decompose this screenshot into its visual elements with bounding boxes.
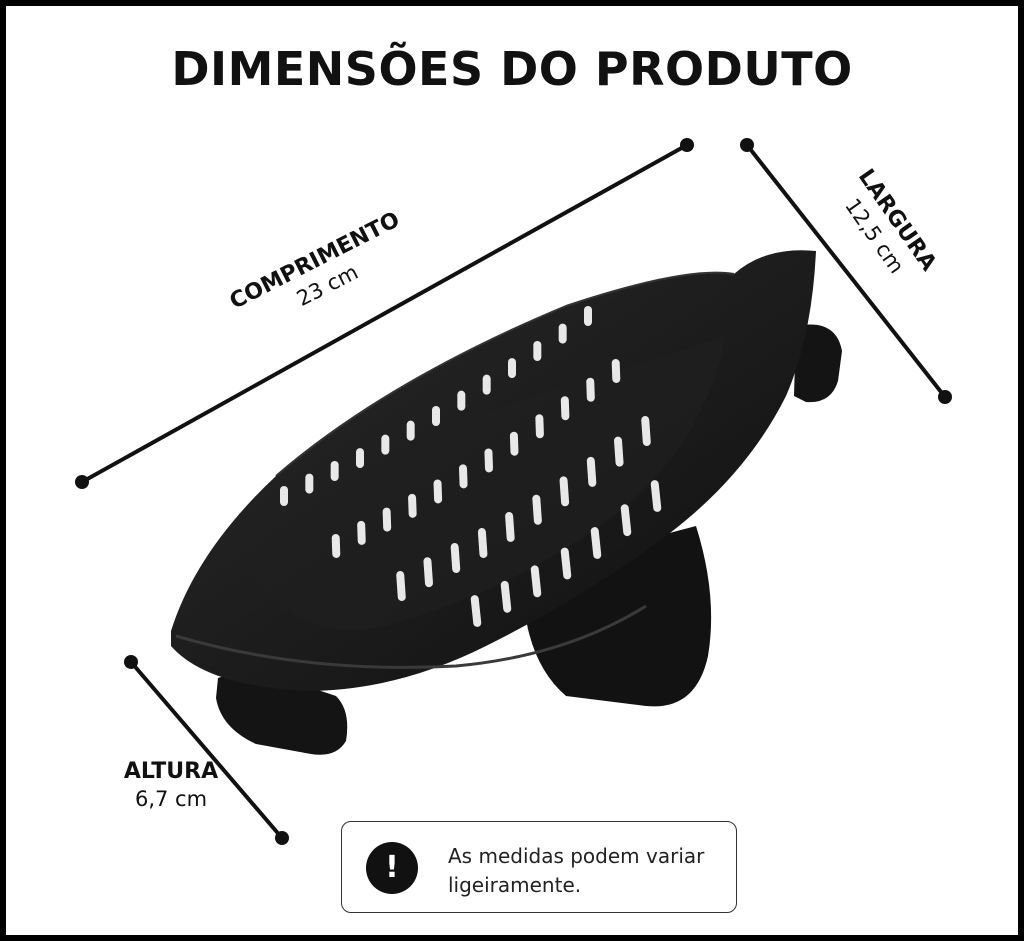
product-dimensions-card: DIMENSÕES DO PRODUTO	[6, 6, 1018, 935]
strainer-slot	[450, 543, 461, 573]
strainer-slot	[331, 534, 341, 558]
product-illustration	[75, 138, 952, 845]
strainer-slot	[357, 520, 366, 545]
strainer-slot	[482, 374, 491, 395]
strainer-slot	[381, 434, 390, 455]
strainer-slot	[590, 527, 602, 559]
strainer-slot	[433, 479, 443, 504]
strainer-slot	[509, 431, 519, 456]
strainer-slot	[620, 504, 632, 537]
strainer-slot	[458, 464, 468, 489]
strainer-slot	[477, 528, 488, 558]
strainer-slot	[423, 557, 433, 588]
strainer-slot	[530, 565, 542, 598]
strainer-slots	[280, 306, 662, 627]
width-dimension-line	[740, 138, 952, 404]
notice-text: As medidas podem variar ligeiramente.	[448, 844, 705, 897]
height-name: ALTURA	[123, 759, 219, 784]
strainer-slot	[356, 448, 364, 469]
strainer-slot	[305, 473, 314, 494]
strainer-slot	[470, 595, 482, 627]
strainer-slot	[611, 359, 621, 383]
strainer-slot	[484, 448, 494, 473]
strainer-slot	[641, 416, 651, 446]
strainer-slot	[584, 306, 592, 326]
strainer-slot	[558, 323, 567, 344]
strainer-slot	[330, 461, 339, 481]
strainer-slot	[650, 480, 662, 512]
strainer-slot	[533, 341, 542, 361]
strainer-slot	[408, 493, 417, 518]
height-label: ALTURA 6,7 cm	[106, 758, 236, 812]
strainer-slot	[500, 580, 512, 613]
strainer-product	[171, 250, 842, 755]
height-value: 6,7 cm	[134, 786, 208, 811]
strainer-slot	[614, 436, 624, 467]
strainer-slot	[586, 456, 597, 487]
exclamation-icon: !	[366, 842, 418, 894]
strainer-slot	[382, 507, 392, 532]
strainer-slot	[432, 406, 440, 426]
height-dimension-line	[124, 655, 289, 845]
strainer-slot	[560, 547, 572, 580]
strainer-slot	[559, 476, 570, 507]
strainer-slot	[535, 414, 544, 439]
measurement-notice: ! As medidas podem variar ligeiramente.	[341, 821, 737, 913]
strainer-slot	[586, 377, 595, 402]
strainer-slot	[406, 420, 415, 441]
page-title: DIMENSÕES DO PRODUTO	[171, 42, 853, 96]
length-dimension-line	[75, 138, 694, 489]
strainer-slot	[560, 396, 570, 421]
strainer-slot	[457, 390, 466, 411]
strainer-slot	[505, 511, 515, 542]
strainer-slot	[532, 494, 542, 525]
strainer-slot	[280, 486, 288, 506]
strainer-slot	[396, 571, 406, 601]
strainer-slot	[508, 358, 516, 379]
